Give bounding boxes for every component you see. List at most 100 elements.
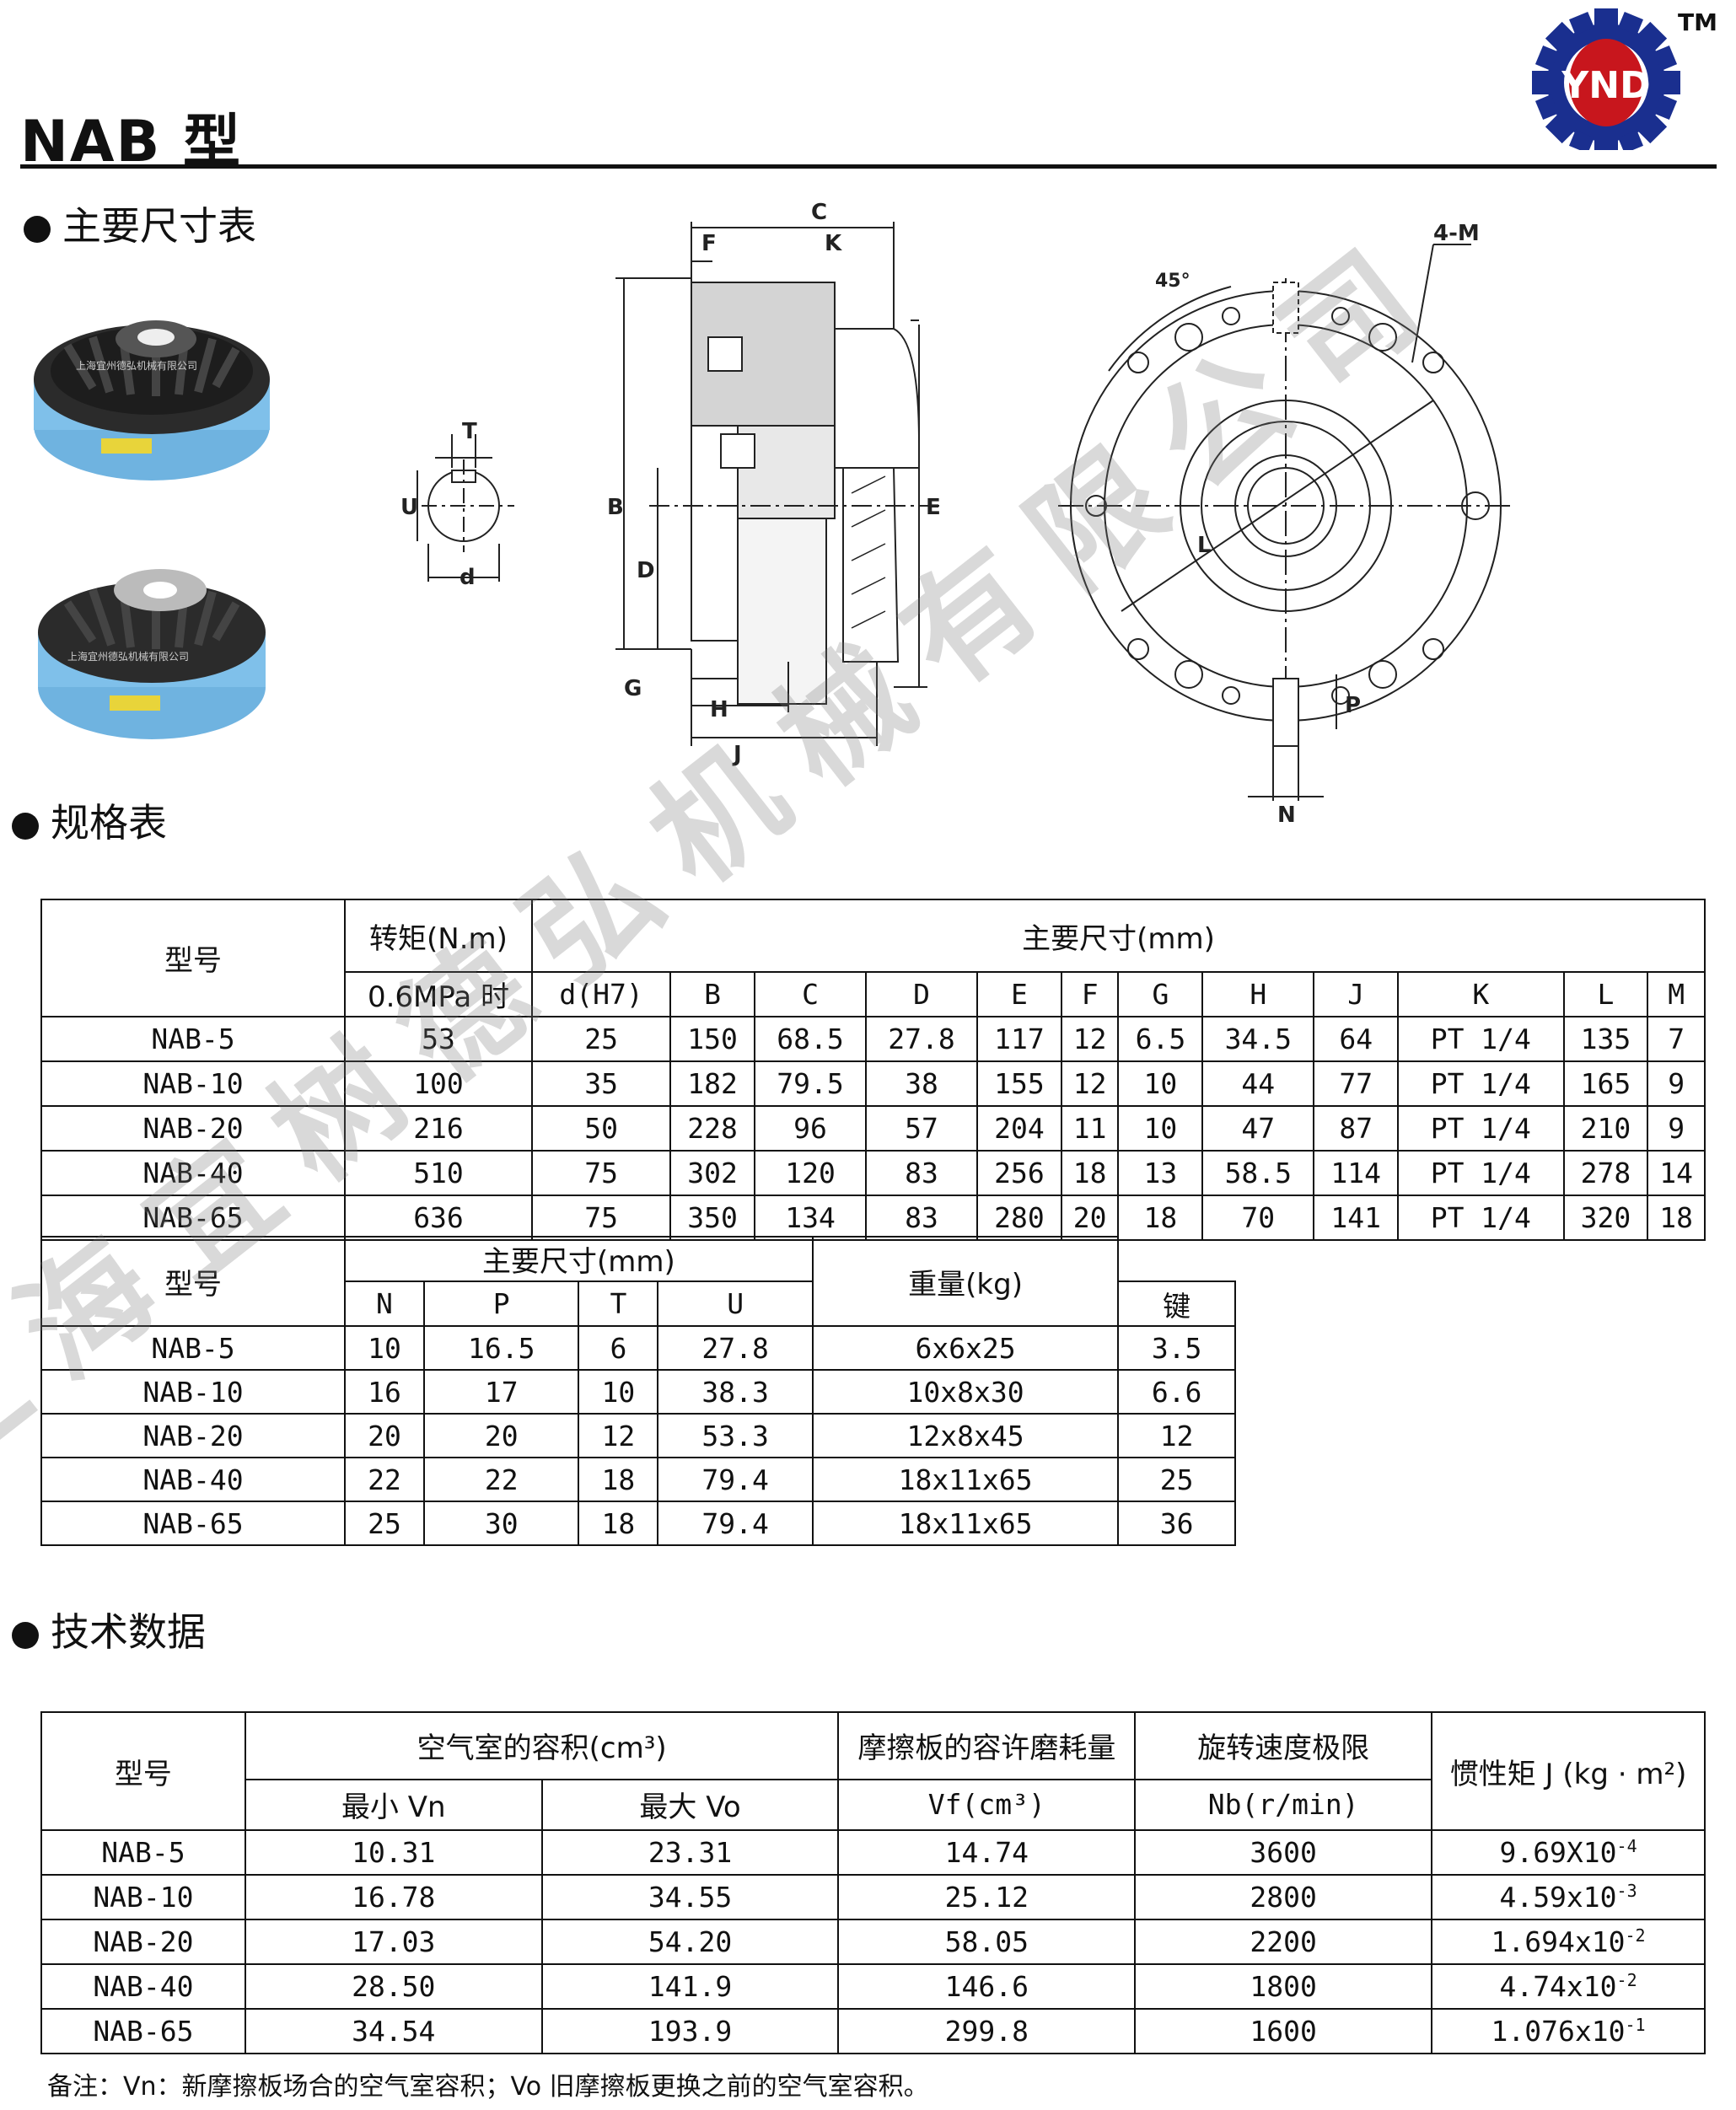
table-cell: 256 <box>976 1150 1062 1196</box>
svg-text:T: T <box>462 419 477 444</box>
table-cell: 18 <box>1117 1195 1204 1241</box>
table-cell: 77 <box>1313 1060 1400 1107</box>
col-header-6: G <box>1117 971 1204 1017</box>
inertia-cell: 1.694x10-2 <box>1431 1919 1706 1965</box>
header-max: 最大 Vo <box>540 1778 840 1832</box>
header-weight: 重量(kg) <box>811 1236 1120 1327</box>
table-cell: 23.31 <box>540 1829 840 1876</box>
table-cell: 302 <box>669 1150 755 1196</box>
table-cell: 6x6x25 <box>811 1325 1120 1371</box>
header-model: 型号 <box>40 1236 346 1327</box>
header-speed: 旋转速度极限 <box>1134 1711 1433 1780</box>
trademark-text: TM <box>1678 8 1716 36</box>
inertia-cell: 4.74x10-2 <box>1431 1963 1706 2010</box>
table-cell: 216 <box>344 1105 533 1152</box>
svg-text:J: J <box>732 742 742 767</box>
table-cell: 114 <box>1313 1150 1400 1196</box>
table-cell: 12 <box>1060 1060 1120 1107</box>
svg-text:N: N <box>1277 803 1296 828</box>
model-cell: NAB-5 <box>40 1829 246 1876</box>
table-cell: 12 <box>1060 1016 1120 1062</box>
svg-text:d: d <box>460 565 476 590</box>
table-cell: PT 1/4 <box>1397 1150 1565 1196</box>
table-cell: PT 1/4 <box>1397 1016 1565 1062</box>
section-specs: 规格表 <box>12 792 167 848</box>
inertia-exponent: -2 <box>1625 1925 1646 1946</box>
col-header-4: E <box>976 971 1062 1017</box>
header-model: 型号 <box>40 1711 246 1831</box>
header-wear: 摩擦板的容许磨耗量 <box>837 1711 1137 1780</box>
table-cell: 320 <box>1562 1195 1649 1241</box>
col-header-11: M <box>1647 971 1706 1017</box>
svg-text:45°: 45° <box>1155 271 1190 292</box>
table-cell: 58.05 <box>837 1919 1137 1965</box>
inertia-exponent: -2 <box>1616 1970 1637 1990</box>
table-cell: 87 <box>1313 1105 1400 1152</box>
table-cell: 165 <box>1562 1060 1649 1107</box>
svg-text:F: F <box>701 231 717 256</box>
model-cell: NAB-20 <box>40 1919 246 1965</box>
inertia-exponent: -4 <box>1616 1836 1637 1856</box>
table-cell: 38 <box>865 1060 979 1107</box>
table-cell: 18 <box>1060 1150 1120 1196</box>
table-cell: 135 <box>1562 1016 1649 1062</box>
inertia-cell: 1.076x10-1 <box>1431 2008 1706 2054</box>
table-cell: 182 <box>669 1060 755 1107</box>
table-cell: 278 <box>1562 1150 1649 1196</box>
table-cell: 7 <box>1647 1016 1706 1062</box>
inertia-base: 4.59x10 <box>1499 1881 1617 1914</box>
table-cell: 18 <box>578 1501 659 1546</box>
table-cell: 1600 <box>1134 2008 1433 2054</box>
header-dims: 主要尺寸(mm) <box>344 1236 814 1282</box>
table-cell: 10 <box>1117 1060 1204 1107</box>
table-cell: 141.9 <box>540 1963 840 2010</box>
table-cell: 20 <box>422 1413 580 1458</box>
bullet-icon <box>12 1621 39 1649</box>
table-cell: 299.8 <box>837 2008 1137 2054</box>
table-cell: 117 <box>976 1016 1062 1062</box>
table-cell: 28.50 <box>244 1963 543 2010</box>
photo-caption: 上海宜州德弘机械有限公司 <box>67 651 190 663</box>
header-dims: 主要尺寸(mm) <box>531 899 1706 973</box>
model-cell: NAB-20 <box>40 1105 346 1152</box>
logo-text: YND <box>1561 64 1650 107</box>
header-torque: 转矩(N.m) <box>344 899 533 973</box>
table-cell: 134 <box>753 1195 868 1241</box>
col-header-1: P <box>422 1280 580 1327</box>
table-cell: 3600 <box>1134 1829 1433 1876</box>
col-header-2: T <box>578 1280 659 1327</box>
table-cell: 53 <box>344 1016 533 1062</box>
table-cell: 83 <box>865 1195 979 1241</box>
table-cell: 120 <box>753 1150 868 1196</box>
table-cell: 6.6 <box>1117 1369 1236 1415</box>
model-cell: NAB-10 <box>40 1874 246 1920</box>
model-cell: NAB-5 <box>40 1016 346 1062</box>
table-cell: 9 <box>1647 1060 1706 1107</box>
table-cell: 75 <box>530 1150 672 1196</box>
inertia-base: 1.694x10 <box>1491 1925 1626 1958</box>
table-cell: PT 1/4 <box>1397 1105 1565 1152</box>
table-cell: 34.55 <box>540 1874 840 1920</box>
table-cell: 75 <box>530 1195 672 1241</box>
header-wear-sub: Vf(cm³) <box>837 1778 1137 1832</box>
col-header-8: J <box>1313 971 1400 1017</box>
table-cell: 54.20 <box>540 1919 840 1965</box>
table-cell: 25 <box>344 1501 425 1546</box>
table-cell: 22 <box>422 1457 580 1502</box>
inertia-base: 9.69X10 <box>1499 1836 1617 1869</box>
svg-text:U: U <box>400 495 418 520</box>
table-cell: 53.3 <box>657 1413 814 1458</box>
model-cell: NAB-65 <box>40 2008 246 2054</box>
table-cell: 27.8 <box>865 1016 979 1062</box>
svg-text:K: K <box>825 231 842 256</box>
table-cell: 155 <box>976 1060 1062 1107</box>
